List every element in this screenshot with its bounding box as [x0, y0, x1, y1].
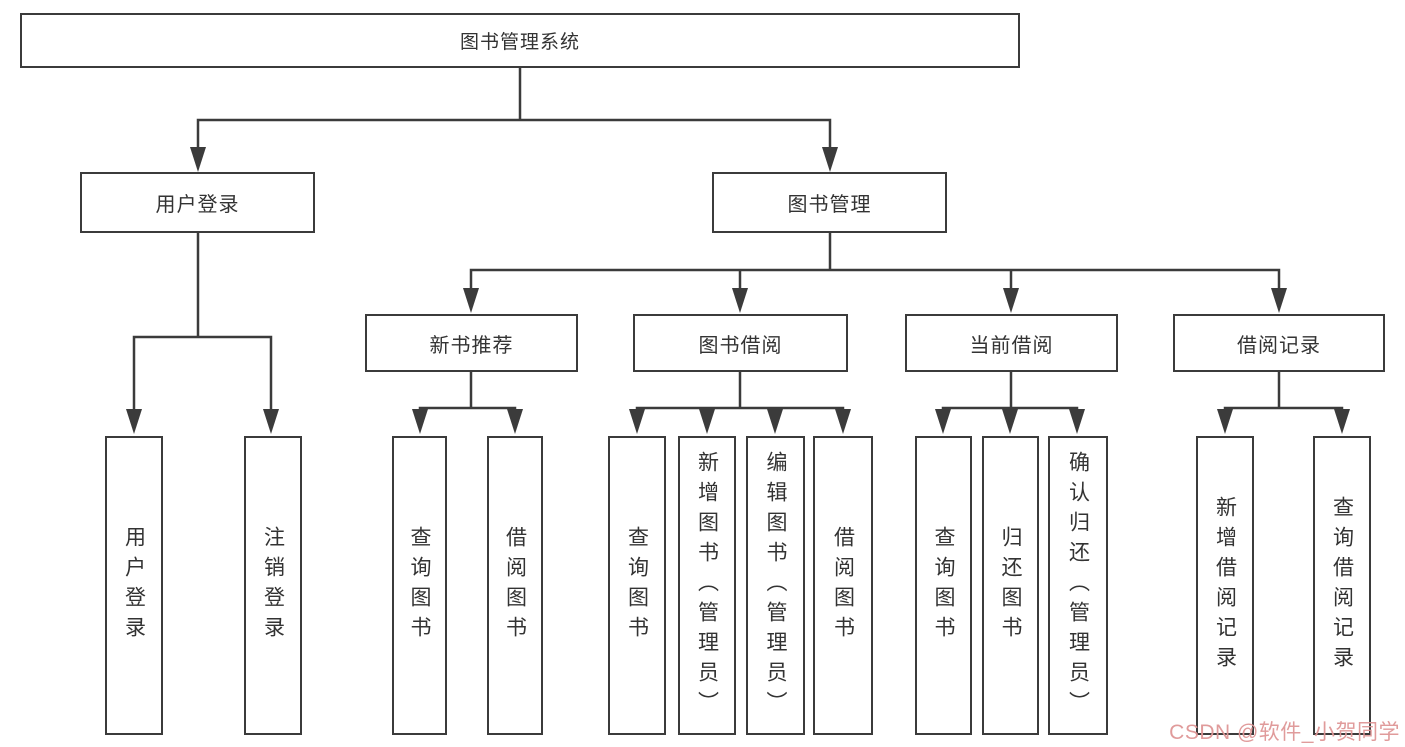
- node-label: 查询借阅记录: [1330, 495, 1354, 676]
- node-current-borrowing: 当前借阅: [905, 314, 1118, 372]
- leaf-query-borrow-record: 查询借阅记录: [1313, 436, 1371, 735]
- node-label: 借阅图书: [831, 525, 855, 646]
- node-new-book-recommend: 新书推荐: [365, 314, 578, 372]
- arrow-down-icon: [767, 409, 783, 434]
- node-label: 图书管理: [787, 194, 872, 216]
- arrow-down-icon: [1002, 409, 1018, 434]
- arrow-down-icon: [263, 409, 279, 434]
- leaf-edit-books-admin: 编辑图书（管理员）: [746, 436, 805, 735]
- arrow-down-icon: [1217, 409, 1233, 434]
- arrow-down-icon: [835, 409, 851, 434]
- watermark: CSDN @软件_小贺同学: [1169, 721, 1400, 744]
- node-label: 借阅记录: [1237, 334, 1321, 357]
- node-label: 查询图书: [408, 525, 431, 646]
- arrow-down-icon: [822, 147, 838, 172]
- node-label: 新增图书（管理员）: [695, 450, 719, 721]
- node-label: 用户登录: [122, 525, 146, 646]
- leaf-confirm-return-admin: 确认归还（管理员）: [1048, 436, 1108, 735]
- node-label: 新书推荐: [429, 334, 514, 357]
- arrow-down-icon: [1003, 288, 1019, 313]
- node-user-login: 用户登录: [80, 172, 315, 233]
- leaf-add-books-admin: 新增图书（管理员）: [678, 436, 736, 735]
- arrow-down-icon: [412, 409, 428, 434]
- node-label: 确认归还（管理员）: [1066, 450, 1090, 721]
- node-book-management: 图书管理: [712, 172, 947, 233]
- node-label: 借阅图书: [503, 525, 527, 646]
- leaf-logout: 注销登录: [244, 436, 302, 735]
- node-borrow-records: 借阅记录: [1173, 314, 1385, 372]
- arrow-down-icon: [629, 409, 645, 434]
- leaf-query-books-recommend: 查询图书: [392, 436, 447, 735]
- arrow-down-icon: [699, 409, 715, 434]
- arrow-down-icon: [126, 409, 142, 434]
- node-label: 图书管理系统: [459, 32, 580, 53]
- node-book-borrowing: 图书借阅: [633, 314, 848, 372]
- leaf-borrow-books: 借阅图书: [813, 436, 873, 735]
- node-library-management-system: 图书管理系统: [20, 13, 1020, 68]
- arrow-down-icon: [732, 288, 748, 313]
- node-label: 编辑图书（管理员）: [764, 450, 787, 721]
- node-label: 图书借阅: [698, 334, 783, 357]
- arrow-down-icon: [1271, 288, 1287, 313]
- arrow-down-icon: [1334, 409, 1350, 434]
- node-label: 查询图书: [625, 525, 649, 646]
- node-label: 查询图书: [932, 525, 955, 646]
- leaf-add-borrow-record: 新增借阅记录: [1196, 436, 1254, 735]
- node-label: 用户登录: [155, 194, 240, 216]
- node-label: 注销登录: [261, 525, 285, 646]
- arrow-down-icon: [1069, 409, 1085, 434]
- leaf-user-login: 用户登录: [105, 436, 163, 735]
- node-label: 归还图书: [999, 525, 1022, 646]
- leaf-return-books: 归还图书: [982, 436, 1039, 735]
- node-label: 新增借阅记录: [1213, 495, 1237, 676]
- arrow-down-icon: [935, 409, 951, 434]
- arrow-down-icon: [190, 147, 206, 172]
- leaf-borrow-books-recommend: 借阅图书: [487, 436, 543, 735]
- arrow-down-icon: [507, 409, 523, 434]
- arrow-down-icon: [463, 288, 479, 313]
- leaf-query-books-borrowing: 查询图书: [608, 436, 666, 735]
- node-label: 当前借阅: [969, 334, 1054, 357]
- leaf-query-books-current: 查询图书: [915, 436, 972, 735]
